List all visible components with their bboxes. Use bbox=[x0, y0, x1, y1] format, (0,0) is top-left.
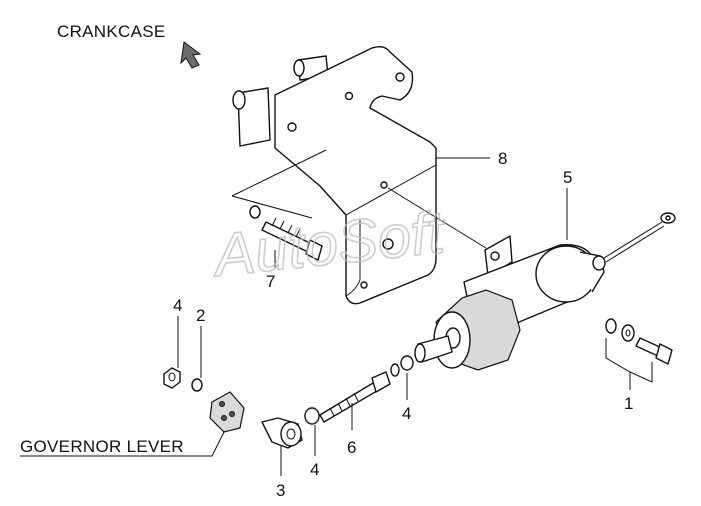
governor-lever bbox=[20, 391, 245, 457]
bolt-7 bbox=[249, 205, 323, 261]
washers-and-bolt-1 bbox=[605, 318, 673, 390]
crankcase-label: CRANKCASE bbox=[57, 22, 166, 41]
callout-4-bottom: 4 bbox=[310, 460, 319, 479]
callout-1: 1 bbox=[624, 394, 633, 413]
solenoid bbox=[387, 187, 676, 371]
callout-4-left: 4 bbox=[173, 296, 182, 315]
governor-lever-label: GOVERNOR LEVER bbox=[20, 437, 184, 456]
callout-leaders bbox=[177, 157, 568, 476]
callout-6: 6 bbox=[347, 438, 356, 457]
nut-and-washer-left bbox=[163, 367, 203, 392]
callout-7: 7 bbox=[266, 272, 275, 291]
callout-4-right: 4 bbox=[402, 404, 411, 423]
callout-5: 5 bbox=[563, 168, 572, 187]
crankcase-direction-arrow-icon bbox=[180, 41, 202, 69]
callout-2: 2 bbox=[196, 306, 205, 325]
rod-end-3 bbox=[261, 417, 303, 449]
control-rod-6 bbox=[304, 355, 414, 425]
callout-3: 3 bbox=[276, 481, 285, 500]
callout-8: 8 bbox=[498, 149, 507, 168]
